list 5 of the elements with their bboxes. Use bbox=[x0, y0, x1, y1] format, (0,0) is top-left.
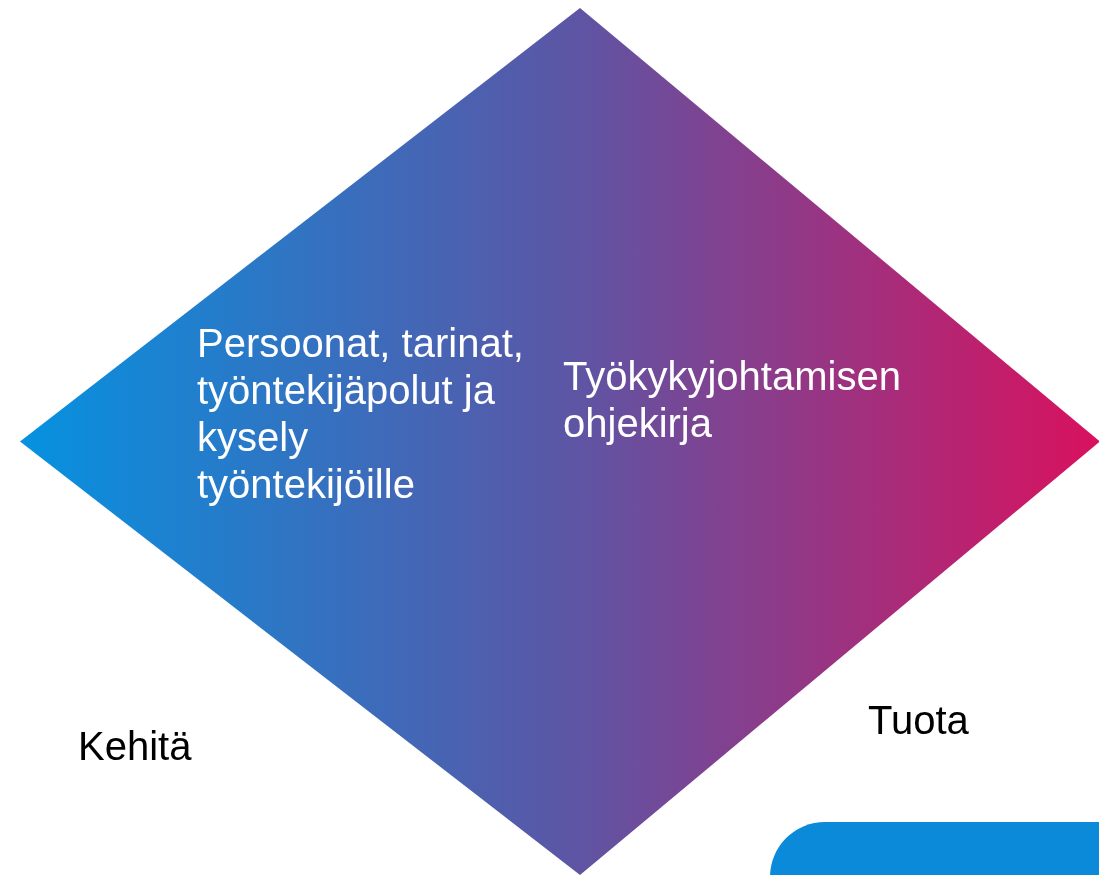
phase-label: Kehitä bbox=[78, 723, 192, 769]
node-text: Työkykyjohtamisen ohjekirja bbox=[563, 353, 902, 447]
diamond-shape bbox=[20, 8, 1099, 875]
node-text: Persoonat, tarinat, työntekijäpolut ja kysely työntekijöille bbox=[197, 320, 525, 508]
phase-label: Tuota bbox=[868, 697, 969, 743]
